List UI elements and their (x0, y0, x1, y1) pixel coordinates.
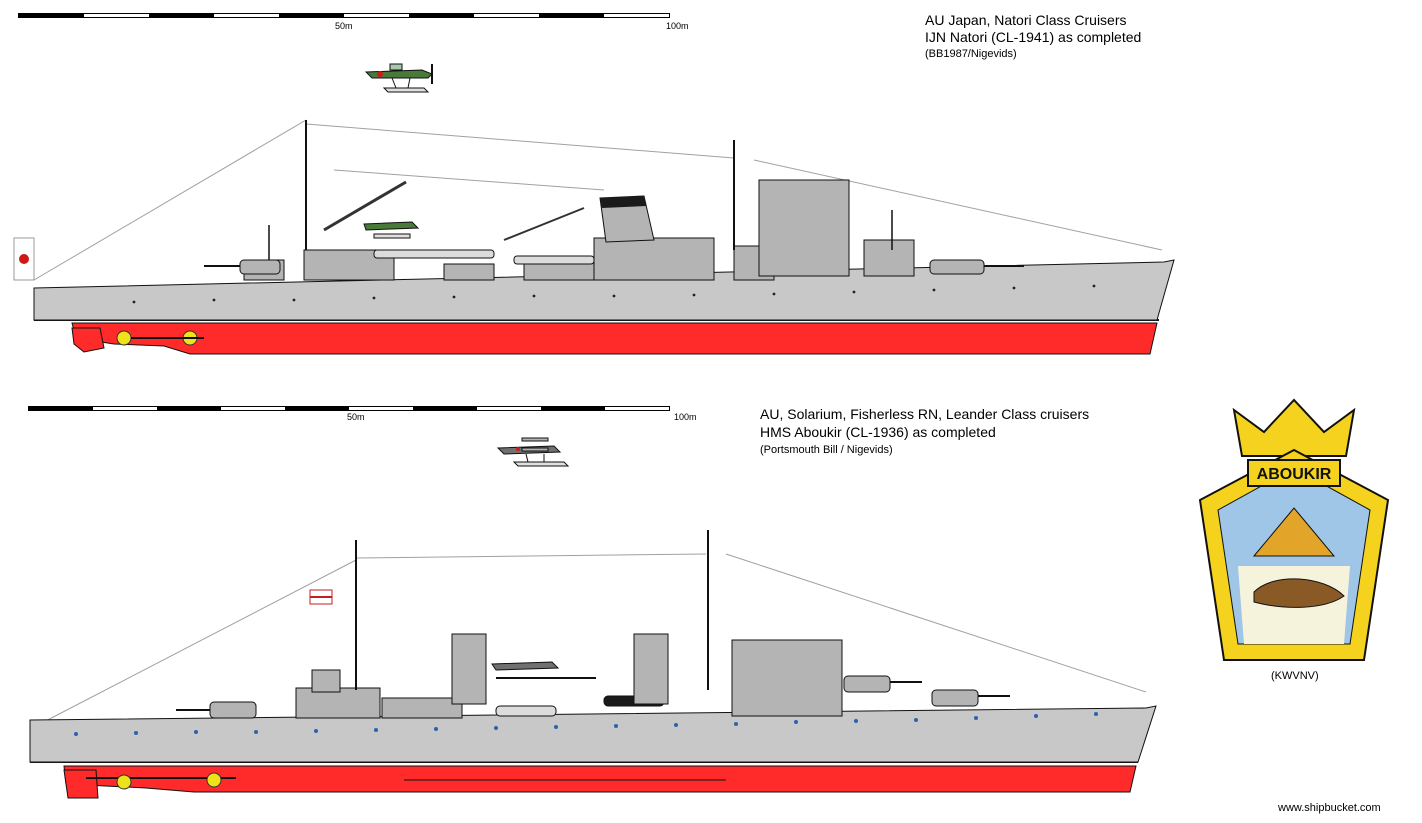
natori-funnel (599, 195, 655, 243)
aboukir-propeller (116, 774, 132, 790)
aboukir-boat (495, 705, 557, 717)
natori-rudder (71, 327, 105, 353)
bottom-scale-end-label: 100m (674, 412, 697, 422)
top-title-line2: IJN Natori (CL-1941) as completed (925, 29, 1142, 45)
aboukir-rigging (35, 553, 1147, 727)
badge-crown (1232, 398, 1356, 457)
bottom-credit: (Portsmouth Bill / Nigevids) (760, 444, 893, 456)
natori-rigging (33, 119, 1163, 281)
bottom-scale-bar (28, 406, 670, 411)
aboukir-hull (29, 705, 1157, 763)
ship-badge: ABOUKIR (1198, 398, 1390, 661)
biplane-icon (496, 437, 570, 467)
bottom-scale-mid-label: 50m (347, 412, 365, 422)
watermark: www.shipbucket.com (1278, 802, 1381, 814)
natori-propeller (116, 330, 132, 346)
top-credit: (BB1987/Nigevids) (925, 48, 1017, 60)
badge-name: ABOUKIR (1257, 466, 1332, 483)
top-title-line1: AU Japan, Natori Class Cruisers (925, 12, 1127, 28)
bottom-title-line2: HMS Aboukir (CL-1936) as completed (760, 424, 996, 440)
badge-credit: (KWVNV) (1271, 670, 1319, 682)
top-scale-end-label: 100m (666, 21, 689, 31)
badge-nameplate (1247, 459, 1341, 487)
natori-lower-hull (71, 322, 1158, 355)
natori-ship-profile (13, 119, 1175, 355)
badge-crocodile (1253, 578, 1345, 608)
bottom-title-line1: AU, Solarium, Fisherless RN, Leander Cla… (760, 406, 1090, 422)
floatplane-icon (364, 63, 433, 93)
aboukir-rudder (63, 769, 99, 799)
top-scale-mid-label: 50m (335, 21, 353, 31)
aboukir-ship-profile (29, 530, 1157, 799)
aboukir-propeller-2 (206, 772, 222, 788)
top-scale-bar (18, 13, 670, 18)
